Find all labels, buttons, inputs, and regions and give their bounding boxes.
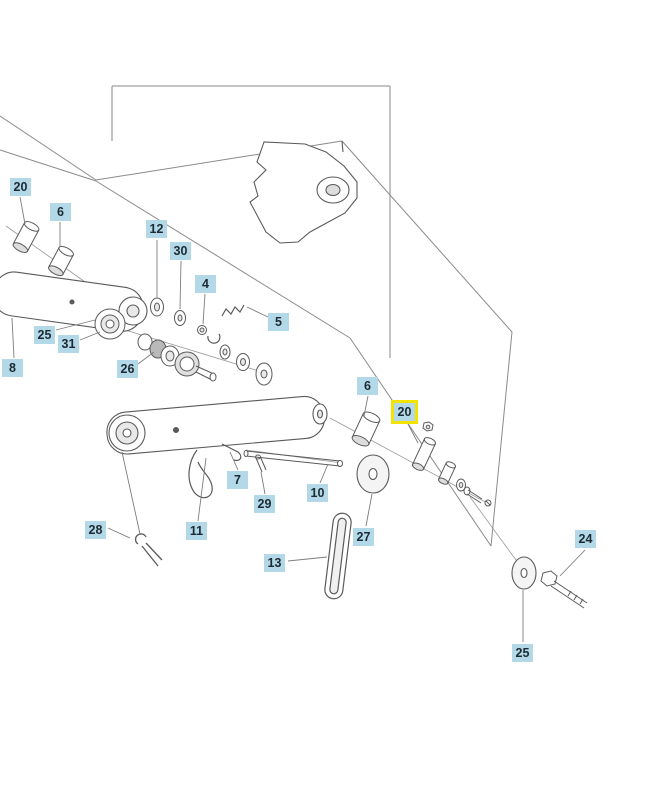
callout-13[interactable]: 13: [264, 554, 285, 572]
callout-28[interactable]: 28: [85, 521, 106, 539]
callout-12[interactable]: 12: [146, 220, 167, 238]
part-cotter-pin-28: [134, 533, 163, 567]
callout-30[interactable]: 30: [170, 242, 191, 260]
callout-8[interactable]: 8: [2, 359, 23, 377]
part-washer-30: [174, 310, 186, 326]
part-bushing-6-top: [48, 245, 74, 277]
part-washer-row: [219, 344, 273, 386]
plane-outline-lines: [0, 85, 513, 547]
part-strap-13: [324, 512, 352, 600]
part-bushing-20-top: [12, 221, 40, 253]
leader-lines: [11, 196, 586, 642]
callout-25-bottom[interactable]: 25: [512, 644, 533, 662]
part-pin-20-highlighted: [411, 421, 437, 471]
part-main-arm: [106, 395, 328, 455]
callout-26[interactable]: 26: [117, 360, 138, 378]
callout-10[interactable]: 10: [307, 484, 328, 502]
part-bushing-6-right: [351, 411, 381, 447]
callout-7[interactable]: 7: [227, 471, 248, 489]
part-bolt-24: [540, 570, 588, 609]
part-right-hardware: [438, 461, 492, 507]
callout-25-left[interactable]: 25: [34, 326, 55, 344]
part-spring-5: [221, 304, 245, 317]
part-bent-rod-7: [221, 443, 242, 461]
part-top-bracket: [249, 140, 358, 244]
callout-29[interactable]: 29: [254, 495, 275, 513]
part-washer-27: [356, 454, 390, 494]
callout-20-highlighted[interactable]: 20: [391, 400, 418, 424]
callout-31[interactable]: 31: [58, 335, 79, 353]
callout-24[interactable]: 24: [575, 530, 596, 548]
callout-5[interactable]: 5: [268, 313, 289, 331]
callout-6-right[interactable]: 6: [357, 377, 378, 395]
part-washer-12: [150, 297, 164, 317]
callout-4[interactable]: 4: [195, 275, 216, 293]
callout-11[interactable]: 11: [186, 522, 207, 540]
part-hook-lever: [188, 449, 213, 499]
part-snap-ring: [207, 333, 221, 344]
part-nut-4: [197, 325, 207, 335]
part-axle-10: [243, 450, 343, 467]
part-washer-25-bottom: [511, 556, 537, 590]
part-pulley-stack: [94, 308, 217, 382]
callout-6-top-left[interactable]: 6: [50, 203, 71, 221]
callout-27[interactable]: 27: [353, 528, 374, 546]
callout-20-top-left[interactable]: 20: [10, 178, 31, 196]
